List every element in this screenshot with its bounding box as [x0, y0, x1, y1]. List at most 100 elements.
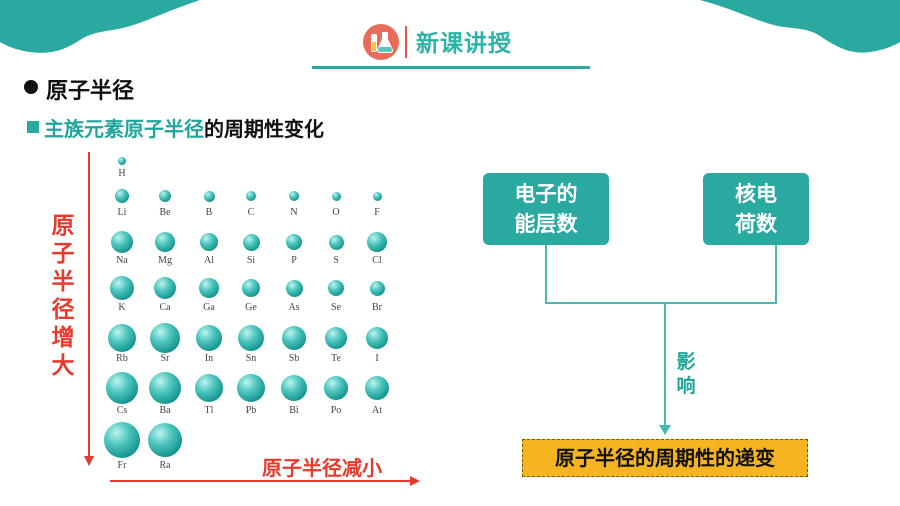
square-bullet-icon — [27, 121, 39, 133]
atom-rb — [108, 324, 136, 352]
connector-horizontal — [545, 302, 777, 304]
atom-ra — [148, 423, 182, 457]
chemistry-flask-icon — [363, 24, 399, 60]
element-symbol: B — [205, 207, 213, 218]
atom-s — [328, 234, 344, 250]
atom-te — [325, 327, 347, 349]
atom-as — [285, 279, 303, 297]
element-symbol: H — [118, 168, 126, 179]
header-underline — [312, 66, 590, 69]
subtitle-highlight: 主族元素原子半径 — [44, 117, 204, 141]
element-symbol: In — [204, 353, 214, 364]
atom-b — [203, 190, 215, 202]
box-energy-levels-line1: 电子的 — [514, 182, 578, 206]
element-symbol: K — [118, 302, 126, 313]
atom-c — [246, 191, 256, 201]
atom-at — [365, 376, 389, 400]
box-energy-levels: 电子的 能层数 — [483, 173, 609, 245]
element-symbol: Li — [117, 207, 127, 218]
element-symbol: P — [291, 255, 297, 266]
atom-ca — [154, 277, 176, 299]
element-symbol: N — [290, 207, 298, 218]
atom-bi — [281, 375, 307, 401]
right-arrow-icon — [410, 476, 420, 486]
element-symbol: Sr — [160, 353, 170, 364]
atom-ge — [242, 279, 260, 297]
atom-n — [289, 191, 299, 201]
atom-br — [369, 280, 385, 296]
connector-right-vertical — [775, 245, 777, 303]
atom-cs — [106, 372, 138, 404]
element-symbol: Rb — [116, 353, 128, 364]
vertical-axis-label: 原子半径增大 — [51, 213, 75, 379]
element-symbol: Bi — [289, 405, 299, 416]
box-energy-levels-line2: 能层数 — [514, 212, 578, 236]
element-symbol: Mg — [158, 255, 172, 266]
element-symbol: Si — [246, 255, 256, 266]
atom-k — [110, 276, 134, 300]
header-title: 新课讲授 — [416, 31, 512, 57]
element-symbol: Sn — [245, 353, 257, 364]
element-symbol: Br — [372, 302, 382, 313]
element-symbol: As — [288, 302, 300, 313]
atom-fr — [104, 422, 140, 458]
atom-sn — [238, 325, 264, 351]
element-symbol: Cs — [116, 405, 128, 416]
atom-h — [118, 157, 126, 165]
element-symbol: Ra — [159, 460, 171, 471]
connector-left-vertical — [545, 245, 547, 303]
element-symbol: F — [374, 207, 380, 218]
element-symbol: Fr — [117, 460, 127, 471]
box-nuclear-charge-line2: 荷数 — [735, 212, 777, 236]
element-symbol: Be — [159, 207, 171, 218]
atom-sr — [150, 323, 180, 353]
element-symbol: O — [332, 207, 340, 218]
element-symbol: Te — [331, 353, 341, 364]
result-box: 原子半径的周期性的递变 — [522, 439, 808, 477]
element-symbol: At — [372, 405, 382, 416]
atom-al — [200, 233, 218, 251]
section-title: 原子半径 — [46, 79, 135, 104]
subtitle: 主族元素原子半径的周期性变化 — [44, 113, 324, 142]
element-symbol: Ca — [159, 302, 171, 313]
vertical-axis-line — [88, 152, 90, 460]
element-symbol: Na — [116, 255, 128, 266]
horizontal-axis-line — [110, 480, 412, 482]
bullet-icon — [24, 80, 38, 94]
element-symbol: Tl — [204, 405, 214, 416]
atom-tl — [195, 374, 223, 402]
element-symbol: Ge — [245, 302, 257, 313]
atom-pb — [237, 374, 265, 402]
atom-ba — [149, 372, 181, 404]
atom-si — [242, 233, 260, 251]
header-divider — [405, 26, 407, 58]
element-symbol: Al — [204, 255, 214, 266]
atom-ga — [199, 278, 219, 298]
element-symbol: Sb — [288, 353, 300, 364]
element-symbol: Pb — [245, 405, 257, 416]
box-nuclear-charge: 核电 荷数 — [703, 173, 809, 245]
atom-be — [159, 190, 171, 202]
atom-cl — [367, 232, 387, 252]
atom-sb — [282, 326, 306, 350]
atom-o — [331, 191, 341, 201]
atom-na — [111, 231, 133, 253]
atom-mg — [155, 232, 175, 252]
arrow-down-icon — [659, 425, 671, 435]
element-symbol: Ba — [159, 405, 171, 416]
element-symbol: Se — [331, 302, 341, 313]
box-nuclear-charge-line1: 核电 — [735, 182, 777, 206]
connector-center-vertical — [664, 303, 666, 429]
element-symbol: Po — [330, 405, 342, 416]
element-symbol: C — [247, 207, 255, 218]
atom-po — [324, 376, 348, 400]
corner-decoration-right — [700, 0, 900, 53]
subtitle-rest: 的周期性变化 — [204, 117, 324, 141]
atom-i — [366, 327, 388, 349]
influence-label: 影响 — [676, 351, 696, 397]
horizontal-axis-label: 原子半径减小 — [262, 456, 382, 480]
element-symbol: I — [375, 353, 379, 364]
atom-li — [115, 189, 129, 203]
element-symbol: S — [333, 255, 339, 266]
atom-se — [328, 280, 344, 296]
